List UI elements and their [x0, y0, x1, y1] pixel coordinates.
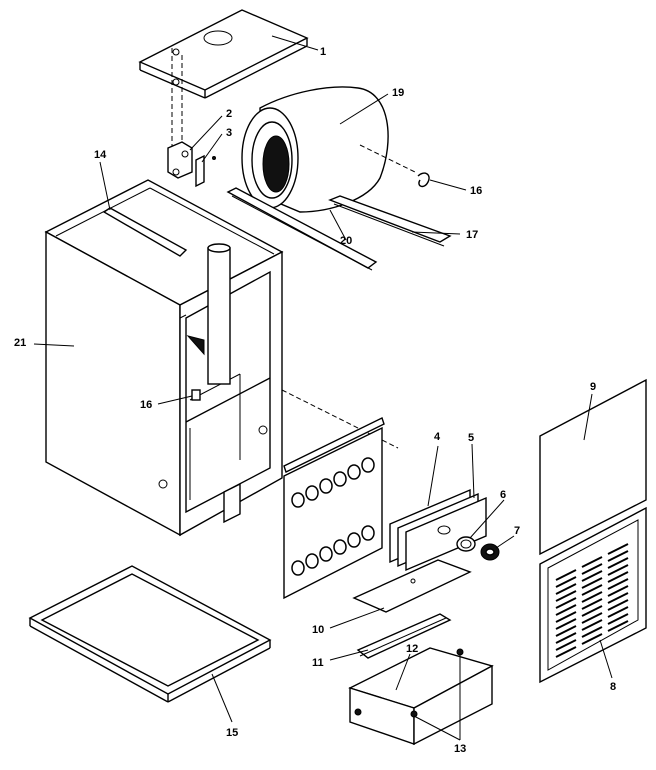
grille-louver: [581, 577, 603, 589]
grille-louver: [555, 632, 577, 644]
grille-louver: [607, 606, 629, 618]
callout-labels: 1 2 3 4 5 6 7 8 9 10 11 12 13 14 15 16 1…: [14, 46, 616, 755]
grille-louver: [555, 590, 577, 602]
panel-hole: [319, 478, 333, 494]
grille-louver: [607, 620, 629, 632]
callout-13: 13: [454, 743, 466, 755]
panel-hole: [305, 485, 319, 501]
panel-hole: [361, 457, 375, 473]
panel-hole: [347, 532, 361, 548]
base-pan: [28, 565, 272, 703]
panel-hole: [361, 525, 375, 541]
grille-louver: [555, 625, 577, 637]
callout-19: 19: [392, 87, 404, 99]
callout-3: 3: [226, 127, 232, 139]
callout-8: 8: [610, 681, 616, 693]
grille-louver: [581, 612, 603, 624]
callout-14: 14: [94, 149, 107, 161]
grille-louver: [607, 599, 629, 611]
grille-louver: [607, 543, 629, 555]
grille-louver: [555, 576, 577, 588]
grille-louver: [581, 563, 603, 575]
panel-hole: [291, 560, 305, 576]
blower-rail-right: [328, 195, 452, 247]
grille-louver: [555, 597, 577, 609]
panel-hole: [347, 464, 361, 480]
grille-louver: [607, 592, 629, 604]
grille-louver: [581, 591, 603, 603]
leader-lines: [33, 35, 613, 741]
sight-glass-cap: [480, 543, 500, 561]
grille-louver: [607, 585, 629, 597]
callout-21: 21: [14, 337, 26, 349]
callout-7: 7: [514, 525, 520, 537]
callout-16-blower-clip: 16: [470, 185, 482, 197]
burner-front-panel: [283, 417, 385, 600]
grille-louver: [555, 646, 577, 658]
callout-17: 17: [466, 229, 478, 241]
grille-louver: [607, 613, 629, 625]
grille-louver: [607, 550, 629, 562]
callout-9: 9: [590, 381, 596, 393]
grille-louver: [555, 611, 577, 623]
top-plate: [138, 9, 309, 99]
grille-louver: [581, 570, 603, 582]
panel-hole: [305, 553, 319, 569]
filter-panel: [539, 378, 647, 556]
callout-12: 12: [406, 643, 418, 655]
callout-5: 5: [468, 432, 474, 444]
blower-clip: [417, 172, 430, 188]
louvered-grille: [539, 506, 647, 684]
grille-louver: [607, 578, 629, 590]
panel-hole: [291, 492, 305, 508]
callout-4: 4: [434, 431, 441, 443]
grille-louver: [555, 569, 577, 581]
grille-louver: [555, 639, 577, 651]
grille-louver: [581, 605, 603, 617]
manifold-bracket: [389, 488, 487, 572]
panel-hole: [333, 539, 347, 555]
callout-20: 20: [340, 235, 352, 247]
grille-louver: [607, 571, 629, 583]
sight-glass-ring: [456, 536, 476, 552]
callout-16-cabinet: 16: [140, 399, 152, 411]
burner-plate: [352, 559, 472, 613]
burner-channel: [356, 613, 452, 659]
furnace-cabinet: [44, 179, 284, 537]
callout-2: 2: [226, 108, 232, 120]
grille-louver: [581, 584, 603, 596]
callout-1: 1: [320, 46, 326, 58]
callout-10: 10: [312, 624, 324, 636]
grille-louver: [581, 619, 603, 631]
callout-11: 11: [312, 657, 324, 669]
callout-6: 6: [500, 489, 506, 501]
grille-louver: [581, 633, 603, 645]
mounting-bracket: [167, 141, 193, 179]
blower-assembly: [241, 86, 416, 213]
grille-louver: [555, 604, 577, 616]
grille-louver: [581, 598, 603, 610]
panel-hole: [333, 471, 347, 487]
grille-louver: [581, 626, 603, 638]
bracket-clip: [195, 154, 216, 188]
grille-louver: [607, 557, 629, 569]
grille-louver: [607, 564, 629, 576]
blower-rail-left: [226, 187, 378, 271]
grille-louver: [555, 618, 577, 630]
burner-box: [348, 647, 494, 746]
callout-15: 15: [226, 727, 238, 739]
grille-louver: [555, 583, 577, 595]
panel-hole: [319, 546, 333, 562]
grille-louver: [581, 556, 603, 568]
